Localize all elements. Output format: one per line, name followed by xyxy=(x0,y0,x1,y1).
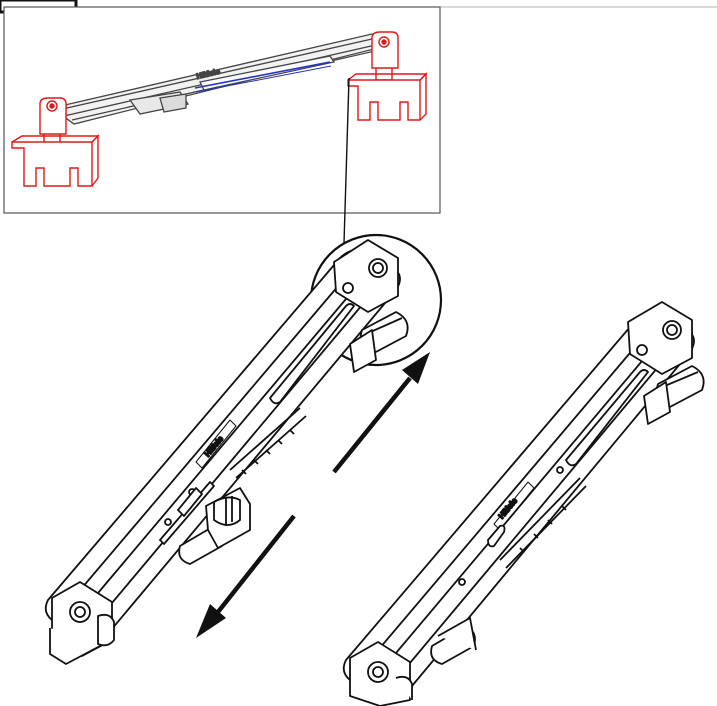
inset-rail: Häfele xyxy=(50,33,396,125)
inset-right-bracket xyxy=(347,31,428,121)
left-slide-assembly: Häfele xyxy=(44,239,409,665)
detail-inset: Häfele xyxy=(3,6,441,214)
leader-line xyxy=(343,77,350,244)
arrow-down-left-icon xyxy=(196,514,296,638)
inset-left-bracket xyxy=(11,97,100,187)
right-slide-assembly: Häfele xyxy=(342,301,705,706)
arrow-up-right-icon xyxy=(332,352,430,474)
